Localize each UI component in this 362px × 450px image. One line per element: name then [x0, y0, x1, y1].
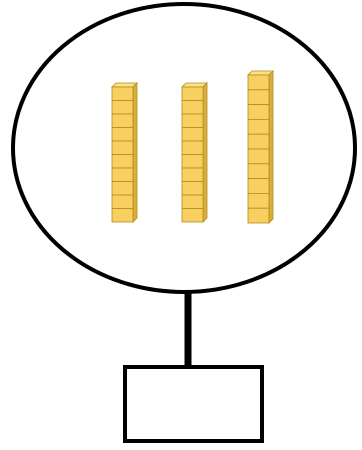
unit-cube [182, 168, 203, 182]
unit-cube [248, 75, 269, 90]
unit-cube [182, 182, 203, 196]
rod-side-face [133, 83, 137, 222]
unit-cube [182, 114, 203, 128]
unit-cube [112, 209, 133, 223]
unit-cube [248, 90, 269, 105]
tens-rod [182, 83, 207, 222]
rod-side-face [203, 83, 207, 222]
tens-rod [112, 83, 137, 222]
tens-rod [248, 71, 273, 223]
unit-cube [182, 141, 203, 155]
unit-cube [248, 119, 269, 134]
unit-cube [112, 128, 133, 142]
unit-cube [112, 182, 133, 196]
unit-cube [248, 208, 269, 223]
unit-cube [248, 179, 269, 194]
unit-cube [112, 168, 133, 182]
unit-cube [112, 114, 133, 128]
answer-box[interactable] [125, 367, 262, 441]
unit-cube [112, 87, 133, 101]
unit-cube [182, 209, 203, 223]
rod-side-face [269, 71, 273, 223]
unit-cube [112, 101, 133, 115]
tens-rods-group [112, 71, 273, 223]
unit-cube [248, 149, 269, 164]
unit-cube [248, 193, 269, 208]
unit-cube [112, 141, 133, 155]
unit-cube [112, 155, 133, 169]
unit-cube [248, 164, 269, 179]
unit-cube [182, 87, 203, 101]
unit-cube [182, 128, 203, 142]
unit-cube [248, 134, 269, 149]
unit-cube [182, 155, 203, 169]
unit-cube [182, 101, 203, 115]
unit-cube [112, 195, 133, 209]
unit-cube [182, 195, 203, 209]
unit-cube [248, 105, 269, 120]
